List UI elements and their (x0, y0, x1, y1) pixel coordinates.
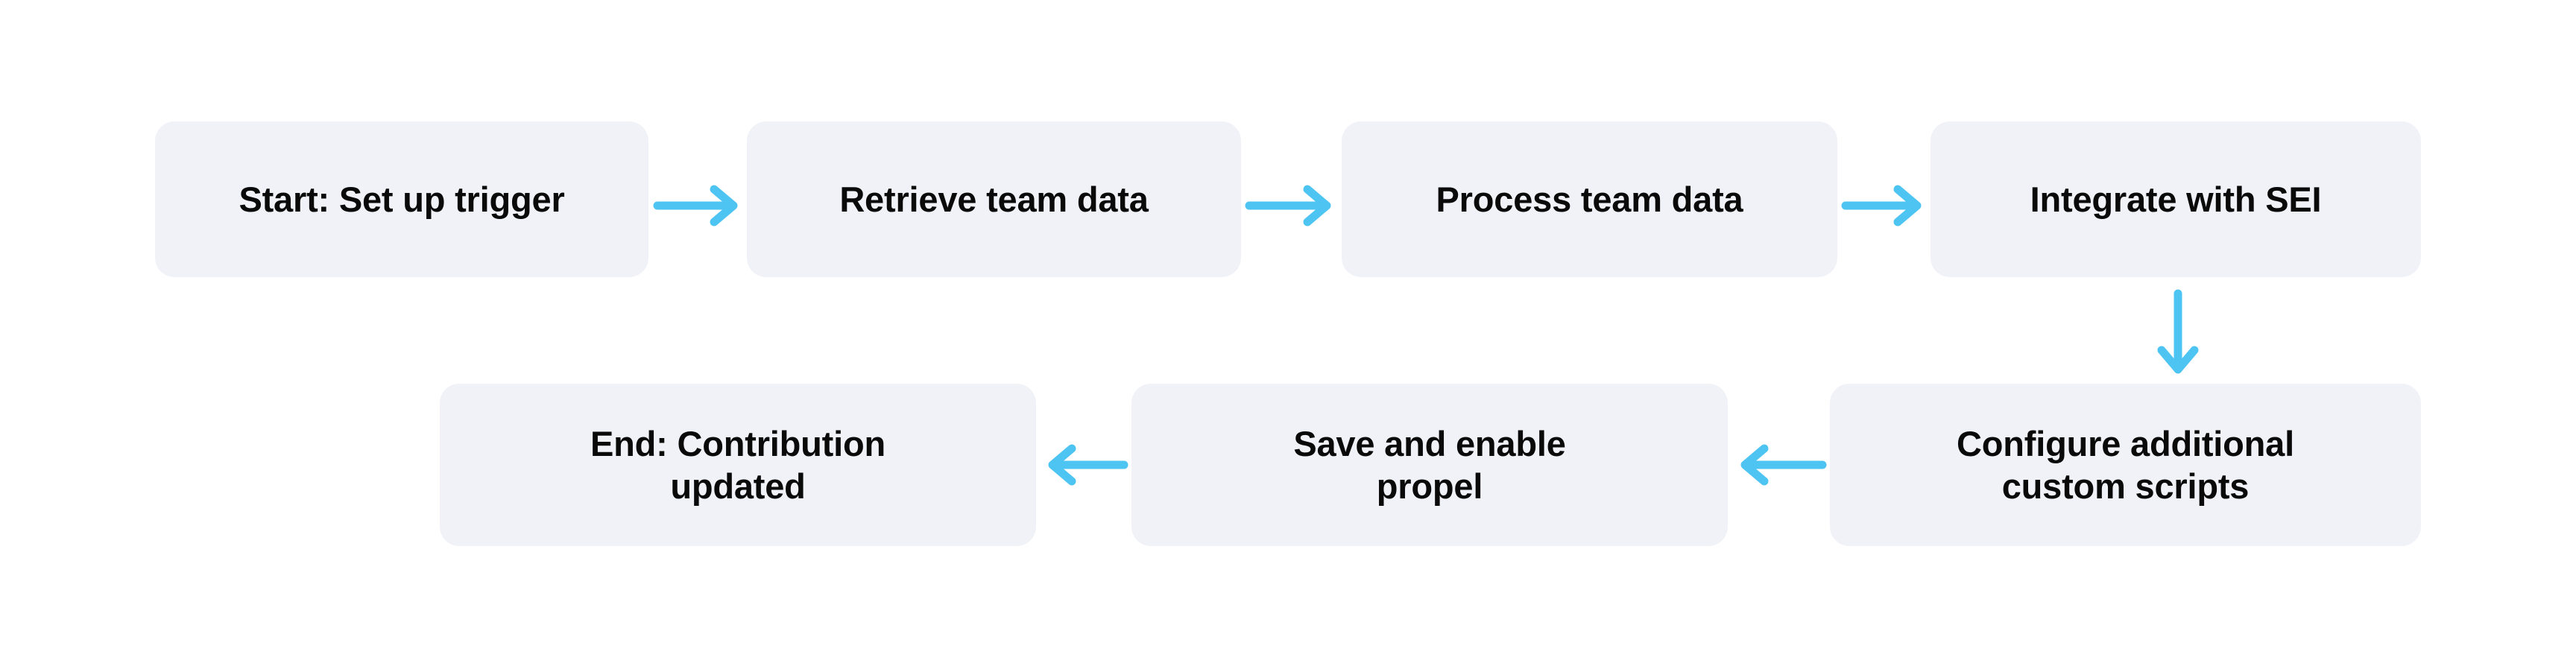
arrow-right-icon-process-to-integrate (1841, 185, 1926, 226)
arrow-down-icon-integrate-to-configure (2157, 289, 2199, 378)
flow-node-save-and-enable-propel[interactable]: Save and enable propel (1131, 384, 1728, 546)
arrow-left-icon-configure-to-save (1733, 444, 1827, 486)
flow-node-process-team-data[interactable]: Process team data (1342, 121, 1837, 277)
arrow-right-icon-start-to-retrieve (653, 185, 742, 226)
arrow-left-icon-save-to-end (1041, 444, 1128, 486)
flow-node-retrieve-team-data[interactable]: Retrieve team data (747, 121, 1241, 277)
flow-node-integrate-with-sei[interactable]: Integrate with SEI (1931, 121, 2421, 277)
flow-node-end-contribution-updated[interactable]: End: Contribution updated (440, 384, 1036, 546)
flow-node-configure-custom-scripts-label: Configure additional custom scripts (1957, 423, 2294, 506)
arrow-right-icon-retrieve-to-process (1245, 185, 1336, 226)
flow-node-configure-custom-scripts[interactable]: Configure additional custom scripts (1830, 384, 2421, 546)
flow-node-save-and-enable-propel-label: Save and enable propel (1293, 423, 1566, 506)
flow-node-start[interactable]: Start: Set up trigger (155, 121, 648, 277)
flow-node-retrieve-team-data-label: Retrieve team data (839, 179, 1149, 219)
flow-node-integrate-with-sei-label: Integrate with SEI (2030, 179, 2322, 219)
flow-node-end-contribution-updated-label: End: Contribution updated (590, 423, 886, 506)
flow-node-process-team-data-label: Process team data (1436, 179, 1743, 219)
flow-node-start-label: Start: Set up trigger (239, 179, 565, 219)
